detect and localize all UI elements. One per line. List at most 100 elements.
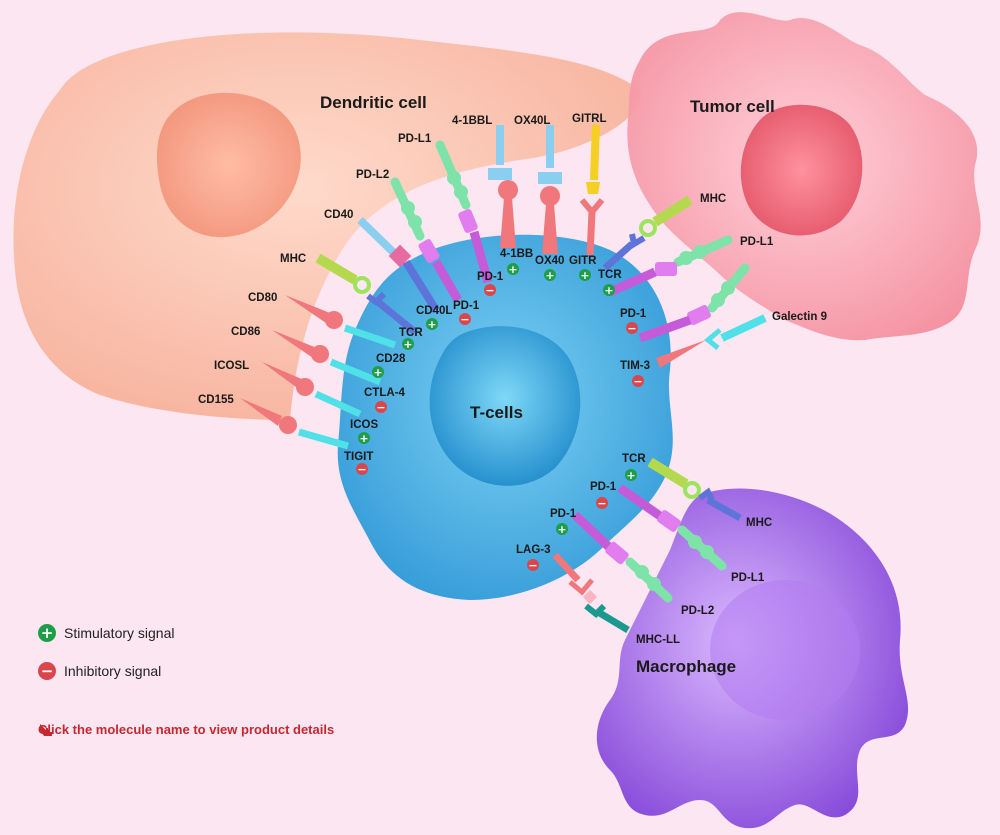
cd155-tigit-pair xyxy=(240,398,349,450)
svg-text:−: − xyxy=(633,375,642,388)
dendritic-nucleus xyxy=(156,92,301,238)
label-gitr[interactable]: GITR xyxy=(569,255,597,267)
pd-l2-pd-1-pair-dc xyxy=(390,177,462,303)
legend-inhibitory-label: Inhibitory signal xyxy=(64,663,162,679)
inhibitory-signal-icon: − xyxy=(459,313,471,326)
stimulatory-signal-icon: + xyxy=(625,469,637,482)
label-pd-l2-macrophage[interactable]: PD-L2 xyxy=(681,605,714,617)
label-pd-1-tumor[interactable]: PD-1 xyxy=(620,308,647,320)
svg-text:−: − xyxy=(460,313,469,326)
inhibitory-signal-icon: − xyxy=(38,662,56,680)
label-mhc-macrophage[interactable]: MHC xyxy=(746,517,772,529)
svg-text:−: − xyxy=(627,322,636,335)
svg-text:+: + xyxy=(557,523,566,536)
t-cell-title: T-cells xyxy=(470,403,523,422)
product-details-hint: Click the molecule name to view product … xyxy=(38,722,340,737)
label-gitrl[interactable]: GITRL xyxy=(572,113,607,125)
inhibitory-signal-icon: − xyxy=(527,559,539,572)
legend-inhibitory: − Inhibitory signal xyxy=(38,662,161,680)
pd-l1-pd-1-pair-tumor-2 xyxy=(638,263,750,343)
label-pd-l1-tumor[interactable]: PD-L1 xyxy=(740,236,774,248)
t-cell-nucleus xyxy=(429,326,581,486)
label-pd-1-b[interactable]: PD-1 xyxy=(477,271,504,283)
legend-stimulatory-label: Stimulatory signal xyxy=(64,625,175,641)
inhibitory-signal-icon: − xyxy=(375,401,387,414)
label-tcr-macrophage[interactable]: TCR xyxy=(622,453,646,465)
stimulatory-signal-icon: + xyxy=(579,269,591,282)
dendritic-cell-title: Dendritic cell xyxy=(320,93,427,112)
label-4-1bbl[interactable]: 4-1BBL xyxy=(452,115,492,127)
label-cd80[interactable]: CD80 xyxy=(248,292,277,304)
svg-text:+: + xyxy=(626,469,635,482)
tumor-nucleus xyxy=(740,104,863,236)
inhibitory-signal-icon: − xyxy=(356,463,368,476)
macrophage-nucleus xyxy=(710,580,860,720)
legend-stimulatory: + Stimulatory signal xyxy=(38,624,175,642)
stimulatory-signal-icon: + xyxy=(556,523,568,536)
inhibitory-signal-icon: − xyxy=(632,375,644,388)
label-cd40[interactable]: CD40 xyxy=(324,209,353,221)
stimulatory-signal-icon: + xyxy=(603,284,615,297)
label-cd155[interactable]: CD155 xyxy=(198,394,234,406)
lag3-mhc-ll-pair xyxy=(552,552,630,634)
ox40l-ox40-pair xyxy=(538,125,562,254)
label-pd-l1[interactable]: PD-L1 xyxy=(398,133,432,145)
mhc-tcr-pair-dc xyxy=(315,253,418,335)
label-tcr-tumor[interactable]: TCR xyxy=(598,269,622,281)
svg-text:+: + xyxy=(359,432,368,445)
label-icosl[interactable]: ICOSL xyxy=(214,360,249,372)
label-tim-3[interactable]: TIM-3 xyxy=(620,360,650,372)
inhibitory-signal-icon: − xyxy=(626,322,638,335)
svg-text:+: + xyxy=(580,269,589,282)
label-ctla4[interactable]: CTLA-4 xyxy=(364,387,405,399)
label-4-1bb[interactable]: 4-1BB xyxy=(500,248,533,260)
svg-text:−: − xyxy=(528,559,537,572)
label-pd-l2[interactable]: PD-L2 xyxy=(356,169,389,181)
label-tigit[interactable]: TIGIT xyxy=(344,451,373,463)
label-lag-3[interactable]: LAG-3 xyxy=(516,544,551,556)
svg-text:−: − xyxy=(357,463,366,476)
svg-text:−: − xyxy=(376,401,385,414)
stimulatory-signal-icon: + xyxy=(544,269,556,282)
hint-text: Click the molecule name to view product … xyxy=(38,722,335,737)
pd-1-pd-l1-pair-macrophage xyxy=(617,484,727,571)
svg-text:+: + xyxy=(508,263,517,276)
label-galectin-9[interactable]: Galectin 9 xyxy=(772,311,827,323)
inhibitory-signal-icon: − xyxy=(484,284,496,297)
svg-text:+: + xyxy=(604,284,613,297)
label-tcr-dc[interactable]: TCR xyxy=(399,327,423,339)
label-cd28[interactable]: CD28 xyxy=(376,353,406,365)
label-pd-l1-macrophage[interactable]: PD-L1 xyxy=(731,572,765,584)
stimulatory-signal-icon: + xyxy=(358,432,370,445)
label-ox40l[interactable]: OX40L xyxy=(514,115,550,127)
svg-text:−: − xyxy=(485,284,494,297)
stimulatory-signal-icon: + xyxy=(507,263,519,276)
pd-1-pd-l2-pair-macrophage xyxy=(571,511,673,603)
pd-l1-pd-1-pair-tumor xyxy=(608,235,733,297)
icosl-icos-pair xyxy=(262,362,362,418)
signal-badges: + + + − − + + + − + − + − − + − + − xyxy=(356,263,644,572)
label-ox40[interactable]: OX40 xyxy=(535,255,564,267)
tcr-mhc-pair-macrophage xyxy=(647,457,742,522)
label-mhc-dc[interactable]: MHC xyxy=(280,253,306,265)
label-cd40l[interactable]: CD40L xyxy=(416,305,452,317)
cd86-ctla4-pair xyxy=(272,330,382,386)
tumor-cell-title: Tumor cell xyxy=(690,97,775,116)
4-1bbl-4-1bb-pair xyxy=(488,125,518,248)
label-cd86[interactable]: CD86 xyxy=(231,326,260,338)
galectin9-tim3-pair xyxy=(656,314,767,368)
svg-text:+: + xyxy=(427,318,436,331)
label-pd-1-a[interactable]: PD-1 xyxy=(453,300,480,312)
stimulatory-signal-icon: + xyxy=(38,624,56,642)
svg-text:+: + xyxy=(403,338,412,351)
label-mhc-tumor[interactable]: MHC xyxy=(700,193,726,205)
label-pd-1-macrophage-1[interactable]: PD-1 xyxy=(590,481,617,493)
macrophage-title: Macrophage xyxy=(636,657,736,676)
stimulatory-signal-icon: + xyxy=(426,318,438,331)
label-pd-1-macrophage-2[interactable]: PD-1 xyxy=(550,508,577,520)
label-mhc-ll[interactable]: MHC-LL xyxy=(636,634,680,646)
label-icos[interactable]: ICOS xyxy=(350,419,378,431)
svg-text:−: − xyxy=(597,497,606,510)
